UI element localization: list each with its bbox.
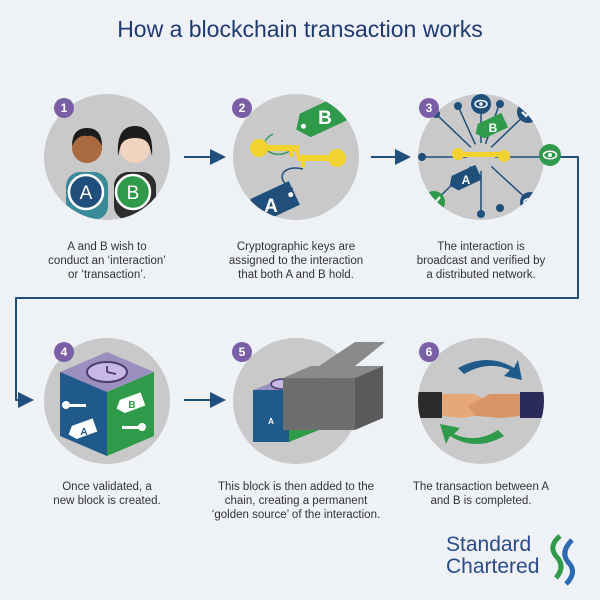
svg-text:B: B	[318, 108, 332, 129]
block-illustration: A B	[60, 352, 154, 456]
svg-text:B: B	[302, 403, 308, 412]
step-1-circle: A B	[44, 94, 170, 220]
step-4-circle: A B	[44, 338, 170, 464]
badge-b-icon	[114, 173, 152, 211]
tag-b-icon	[116, 392, 146, 414]
svg-text:B: B	[127, 183, 140, 204]
chain-illustration: A B	[253, 378, 319, 442]
curved-arrow-right-icon	[458, 360, 522, 380]
svg-text:B: B	[128, 400, 135, 411]
step-5-number: 5	[232, 342, 252, 362]
step-6-circle	[418, 338, 544, 464]
svg-text:A: A	[264, 196, 278, 217]
step-6-number: 6	[419, 342, 439, 362]
tag-a-icon	[68, 418, 98, 440]
step-1-number: 1	[54, 98, 74, 118]
step-5-circle: A B	[233, 338, 359, 464]
step-3-number: 3	[419, 98, 439, 118]
handshake-illustration	[418, 360, 544, 444]
people-illustration: A B	[66, 126, 156, 220]
badge-a-icon	[67, 173, 105, 211]
page-title: How a blockchain transaction works	[117, 16, 483, 42]
step-2-circle: B A	[233, 94, 359, 220]
tag-b-icon	[475, 112, 509, 139]
step-2-number: 2	[232, 98, 252, 118]
tag-a-icon	[449, 164, 483, 191]
svg-text:A: A	[80, 427, 87, 438]
clock-icon	[270, 378, 296, 390]
svg-text:A: A	[462, 173, 471, 187]
curved-arrow-left-icon	[440, 424, 504, 444]
svg-text:A: A	[80, 183, 93, 204]
arrow-3-to-4	[15, 156, 579, 408]
step-4-number: 4	[54, 342, 74, 362]
keys-illustration: B A	[247, 95, 349, 220]
svg-text:B: B	[489, 121, 498, 135]
svg-text:A: A	[268, 417, 274, 426]
